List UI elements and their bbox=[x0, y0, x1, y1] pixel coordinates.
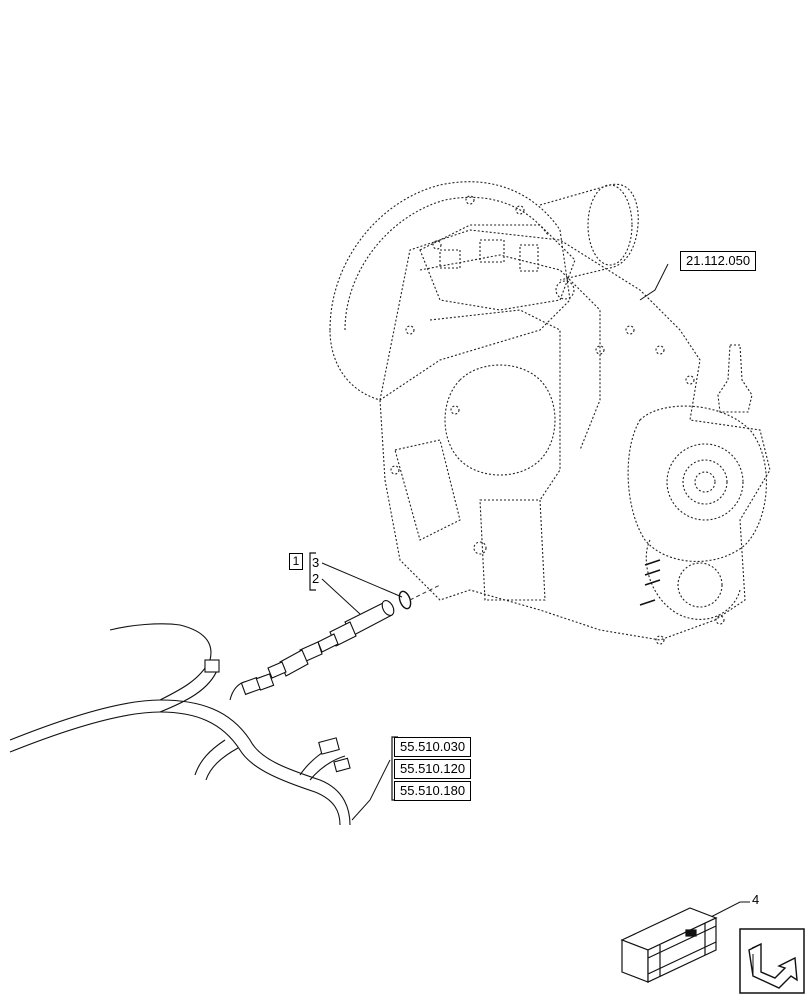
callout-3: 3 bbox=[312, 555, 320, 570]
reference-harness-1[interactable]: 55.510.030 bbox=[394, 737, 472, 757]
next-page-arrow-icon[interactable] bbox=[739, 928, 805, 994]
rear-flange bbox=[627, 405, 767, 562]
temperature-sensor bbox=[267, 600, 395, 679]
install-axis bbox=[409, 584, 441, 601]
harness-connectors bbox=[204, 659, 351, 773]
reference-transmission[interactable]: 21.112.050 bbox=[680, 251, 757, 271]
main-case bbox=[379, 229, 771, 641]
o-ring bbox=[398, 590, 412, 610]
callout-group-1: 1 bbox=[289, 553, 303, 570]
leader-lines bbox=[321, 263, 750, 921]
top-cylinder bbox=[539, 183, 639, 281]
transmission-assembly bbox=[329, 181, 771, 645]
callout-4: 4 bbox=[752, 892, 760, 907]
flywheel-housing bbox=[329, 181, 571, 401]
callout-2: 2 bbox=[312, 571, 320, 586]
valve-block bbox=[419, 224, 576, 311]
reference-harness-3[interactable]: 55.510.180 bbox=[394, 781, 472, 801]
reference-harness-2[interactable]: 55.510.120 bbox=[394, 759, 472, 779]
rear-cover-details bbox=[639, 559, 661, 606]
wiring-harness bbox=[9, 623, 351, 826]
shipping-crate-icon bbox=[620, 907, 718, 983]
